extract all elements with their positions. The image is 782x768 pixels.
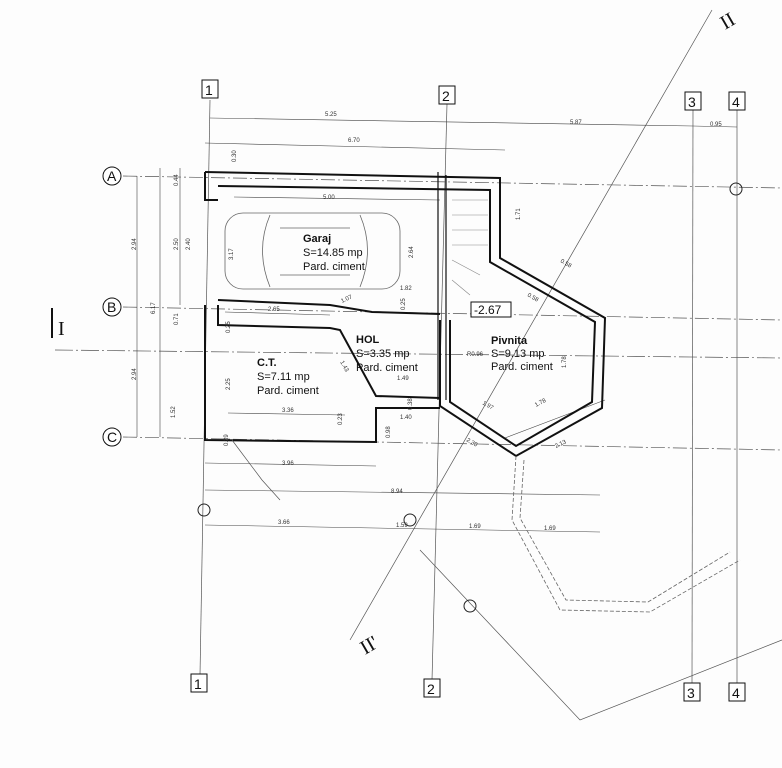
dimension-label: 1.69	[544, 526, 556, 532]
axis-label-4-top: 4	[732, 94, 740, 110]
room-name: C.T.	[257, 357, 277, 369]
dimension-label: 1.59	[396, 523, 408, 529]
dimension-label: 1.71	[516, 208, 522, 220]
dimension-label: 1.40	[400, 415, 412, 421]
dimension-label: 2.94	[132, 238, 138, 250]
axis-label-1-bottom: 1	[194, 676, 202, 692]
outer-wall	[204, 171, 607, 458]
axis-label-A: A	[107, 168, 117, 184]
dimension-label: R0.96	[467, 352, 484, 358]
car-outline	[224, 212, 401, 290]
dimension-label: 8.94	[391, 489, 403, 495]
dimension-label: 0.38	[408, 398, 414, 410]
dimension-labels: 5.25 5.87 0.95 6.70 0.30 0.44 2.94 2.50 …	[132, 112, 722, 532]
room-floor: Pard. ciment	[303, 261, 365, 273]
section-line-I	[54, 349, 782, 359]
dimension-label: 3.66	[278, 520, 290, 526]
dimension-label: 0.39	[224, 434, 230, 446]
dimension-label: 5.00	[323, 195, 335, 201]
stairs	[451, 199, 488, 296]
dimension-label: 2.13	[554, 439, 568, 450]
axis-label-B: B	[107, 299, 116, 315]
dimension-label: 0.23	[338, 413, 344, 425]
dimension-label: 0.95	[710, 122, 722, 128]
axis-line-B	[122, 306, 782, 321]
room-pivnita: Pivnita S=9.13 mp Pard. ciment	[491, 335, 553, 373]
axis-label-2-top: 2	[442, 88, 450, 104]
dimension-label: 1.43	[338, 360, 349, 374]
room-floor: Pard. ciment	[356, 362, 418, 374]
column-markers	[197, 182, 743, 613]
section-line-II	[349, 9, 713, 641]
dimension-label: 1.78	[562, 356, 568, 368]
section-label-II: II	[717, 9, 740, 35]
dimension-label: 0.71	[174, 313, 180, 325]
grid-lines	[54, 9, 782, 685]
dimension-label: 0.25	[226, 321, 232, 333]
dimension-label: 2.40	[186, 238, 192, 250]
dimension-label: 1.49	[397, 376, 409, 382]
axis-label-3-bottom: 3	[687, 685, 695, 701]
dimension-label: 0.58	[559, 259, 573, 270]
dimension-label: 6.70	[348, 138, 360, 144]
dimension-label: 2.25	[226, 378, 232, 390]
room-ct: C.T. S=7.11 mp Pard. ciment	[257, 357, 319, 397]
room-area: S=14.85 mp	[303, 247, 363, 259]
level-mark-box	[470, 301, 512, 318]
axis-label-3-top: 3	[688, 94, 696, 110]
dimension-lines	[136, 117, 738, 533]
axis-label-2-bottom: 2	[427, 681, 435, 697]
dimension-label: 3.96	[282, 461, 294, 467]
room-name: HOL	[356, 334, 380, 346]
dimension-label: 2.30	[465, 438, 479, 449]
room-floor: Pard. ciment	[257, 385, 319, 397]
dimension-label: 0.44	[174, 174, 180, 186]
dimension-label: 0.98	[386, 426, 392, 438]
dimension-label: 6.17	[151, 302, 157, 314]
dimension-label: 1.97	[481, 401, 495, 412]
room-hol: HOL S=3.35 mp Pard. ciment	[356, 334, 418, 374]
dimension-label: 3.17	[229, 248, 235, 260]
dimension-label: 5.25	[325, 112, 337, 118]
axis-line-C	[122, 436, 782, 451]
level-mark: -2.67	[474, 303, 502, 317]
section-label-I: I	[58, 318, 65, 340]
section-label-II-prime: II'	[357, 632, 383, 660]
site-boundary	[231, 439, 782, 721]
dimension-label: 3.36	[282, 408, 294, 414]
dimension-label: 1.78	[534, 398, 548, 409]
room-area: S=7.11 mp	[257, 371, 310, 383]
dimension-label: 5.87	[570, 120, 582, 126]
dimension-label: 1.07	[340, 294, 354, 305]
dimension-label: 2.50	[174, 238, 180, 250]
axis-label-4-bottom: 4	[732, 685, 740, 701]
dimension-label: 2.64	[409, 246, 415, 258]
dimension-label: 1.69	[469, 524, 481, 530]
room-area: S=9.13 mp	[491, 348, 545, 360]
dimension-label: 0.30	[232, 150, 238, 162]
room-name: Pivnita	[491, 335, 528, 347]
inner-wall	[217, 185, 597, 448]
terrace-outline	[511, 455, 741, 613]
dimension-label: 1.82	[400, 286, 412, 292]
room-garaj: Garaj S=14.85 mp Pard. ciment	[303, 233, 365, 273]
axis-label-1-top: 1	[205, 82, 213, 98]
walls	[204, 171, 607, 458]
dimension-label: 2.94	[132, 368, 138, 380]
dimension-label: 0.58	[526, 293, 540, 304]
axis-markers	[102, 79, 746, 702]
room-area: S=3.35 mp	[356, 348, 410, 360]
dimension-label: 0.25	[401, 298, 407, 310]
dimension-label: 1.52	[171, 406, 177, 418]
dimension-label: 2.65	[268, 307, 280, 313]
room-name: Garaj	[303, 233, 331, 245]
room-floor: Pard. ciment	[491, 361, 553, 373]
axis-label-C: C	[107, 429, 117, 445]
axis-line-3	[691, 107, 694, 685]
